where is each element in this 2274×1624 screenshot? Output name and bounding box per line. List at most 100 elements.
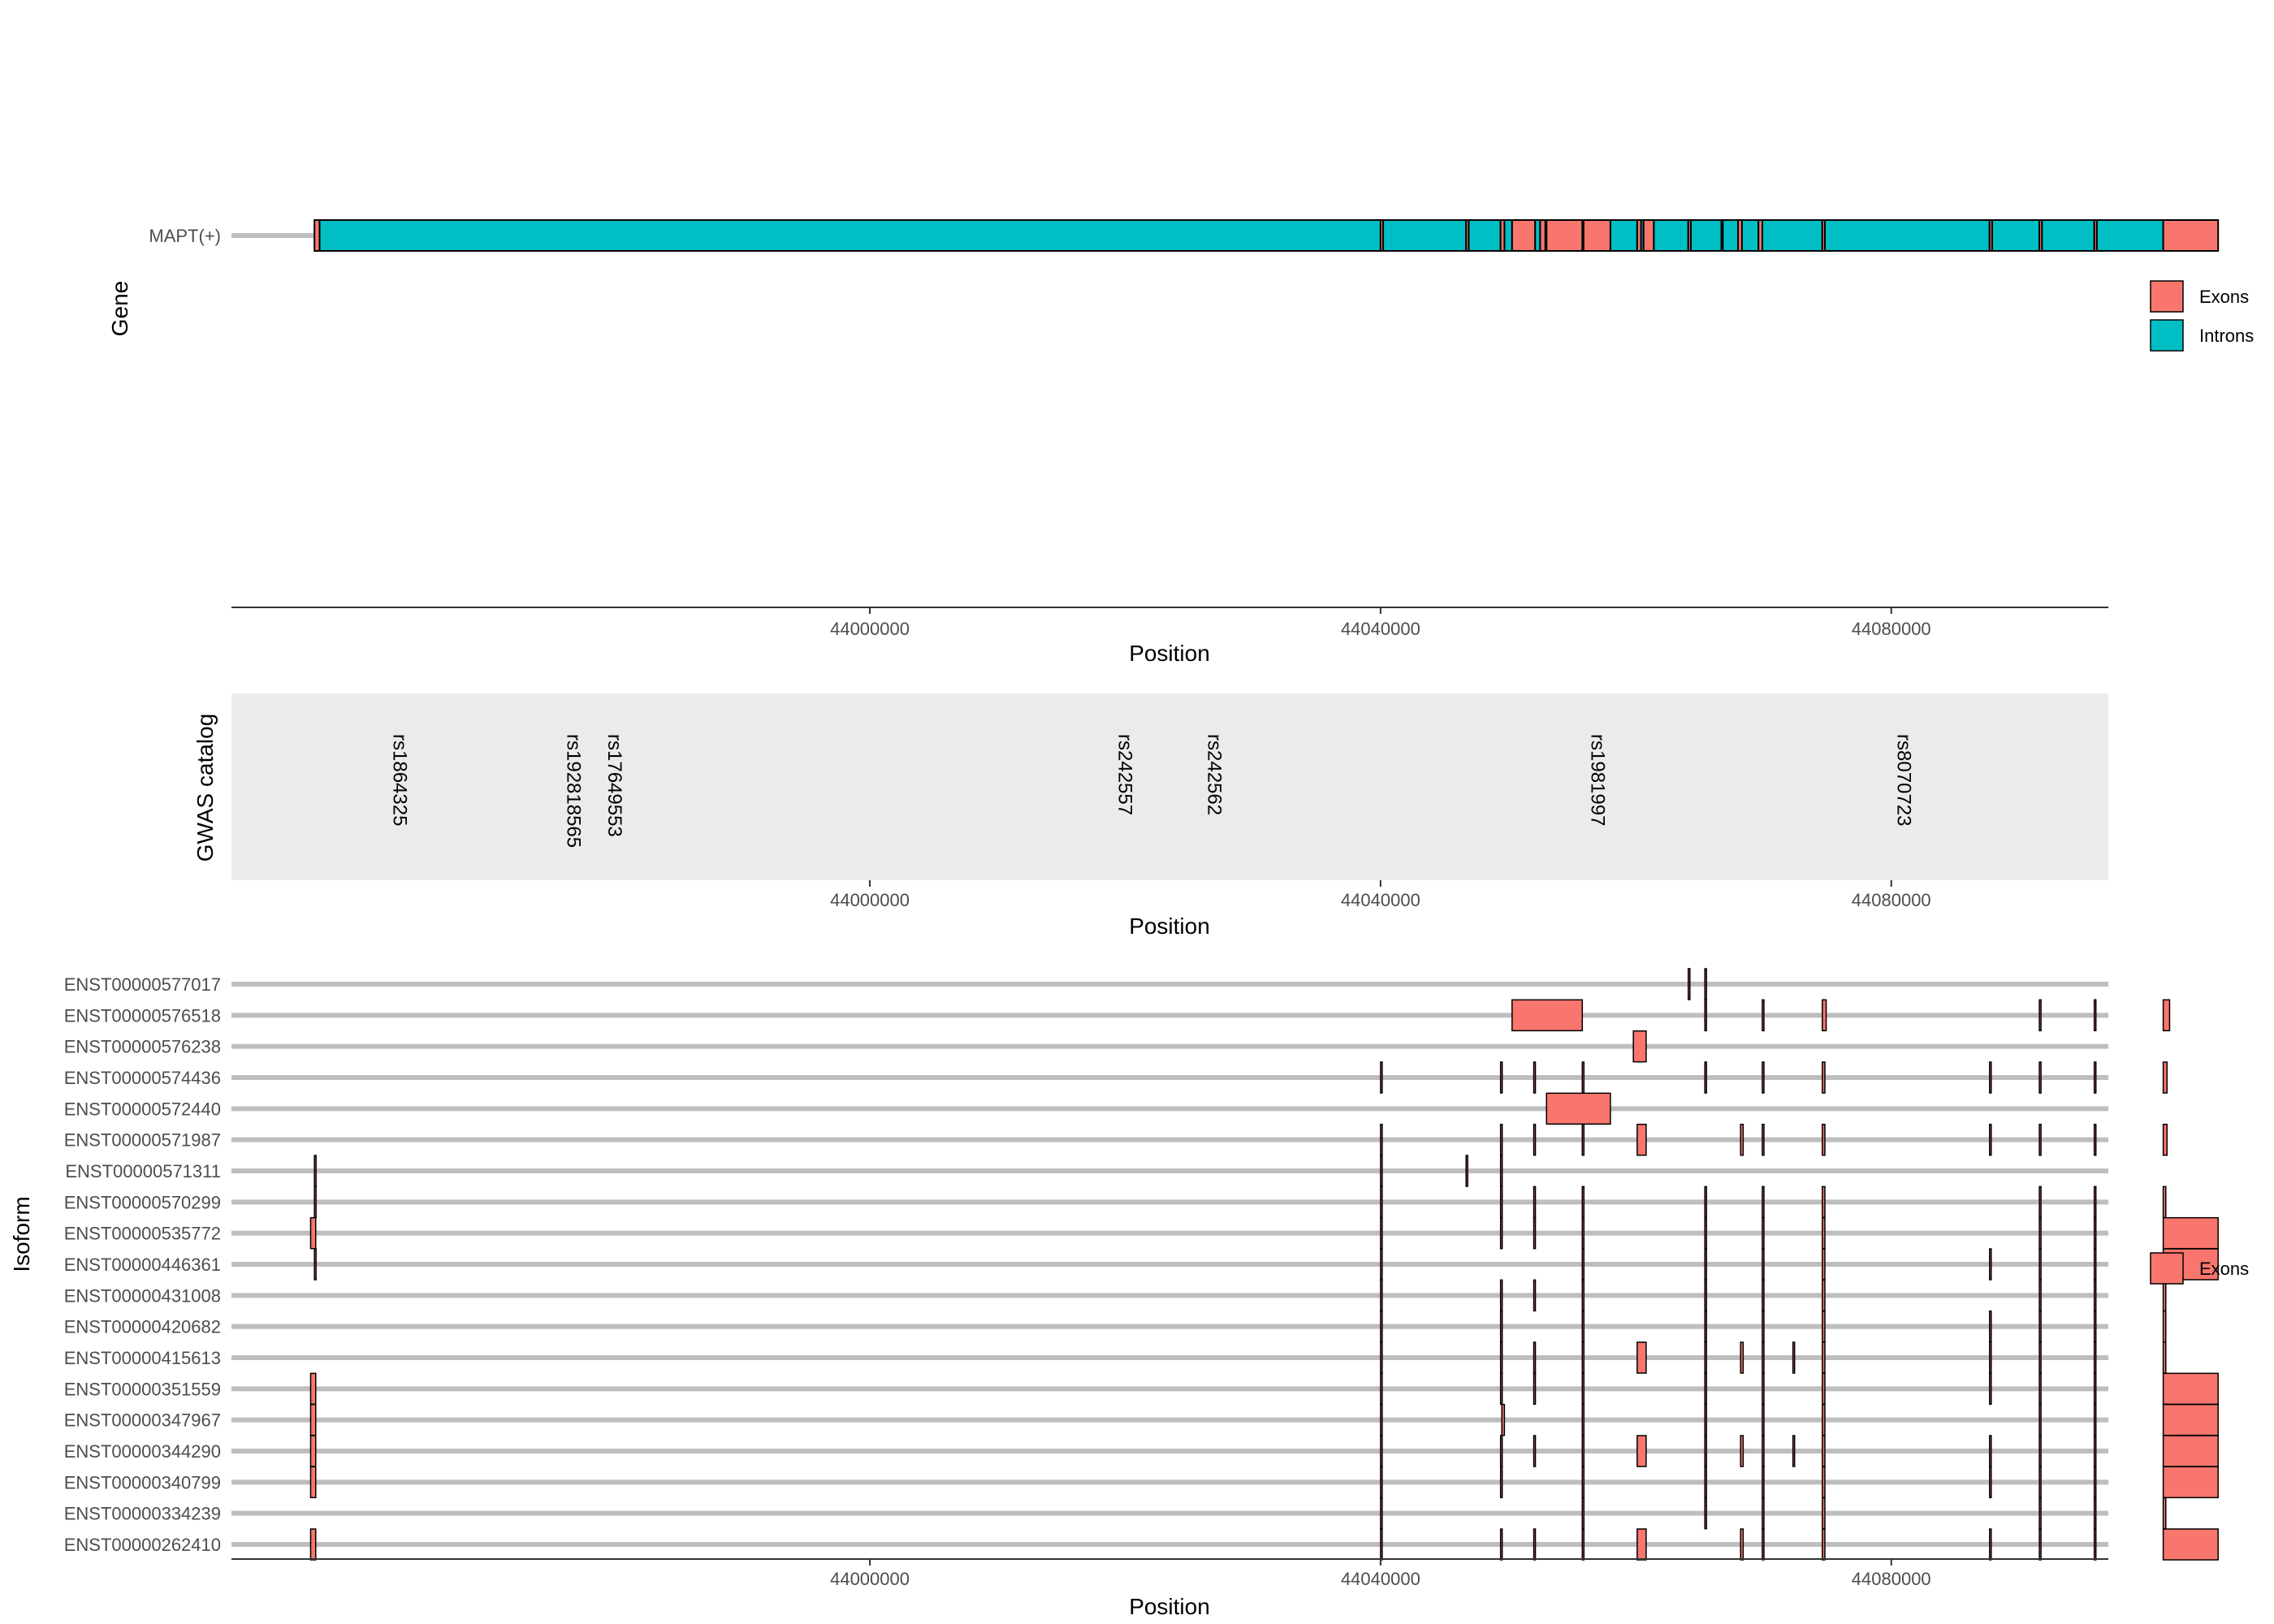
isoform-exon (1762, 1186, 1765, 1219)
isoform-exon (1762, 1248, 1765, 1281)
isoform-exon (2162, 1497, 2167, 1530)
isoform-exon (2162, 1279, 2167, 1312)
isoform-exon (1533, 1061, 1537, 1094)
isoform-exon (1704, 1310, 1707, 1343)
gwas-panel-background (231, 693, 2108, 880)
isoform-exon (2038, 1403, 2042, 1436)
exon-segment (1465, 219, 1470, 252)
isoform-id-label: ENST00000334239 (64, 1504, 221, 1524)
intron-segment (1503, 219, 1513, 252)
gene-name-label: MAPT(+) (149, 226, 221, 246)
isoform-exon (1762, 1528, 1765, 1561)
isoform-exon (2093, 1497, 2097, 1530)
legend-label-exons: Exons (2199, 287, 2249, 307)
isoform-exon (1380, 1403, 1383, 1436)
isoform-exon (1989, 1123, 1992, 1156)
exon-segment (1737, 219, 1743, 252)
isoform-exon (1704, 1497, 1707, 1530)
isoform-id-label: ENST00000340799 (64, 1472, 221, 1492)
isoform-exon (1533, 1279, 1537, 1312)
legend-key-exons (2150, 280, 2184, 313)
isoform-exon (1581, 1186, 1585, 1219)
isoform-exon (2038, 1186, 2042, 1219)
isoform-exon (1704, 999, 1707, 1032)
intron-segment (2041, 219, 2095, 252)
isoform-exon (1533, 1216, 1537, 1250)
isoform-exon (1704, 1248, 1707, 1281)
isoform-exon (2162, 1435, 2219, 1467)
gwas-x-tick-label: 44080000 (1852, 890, 1931, 910)
isoform-exon (1380, 1061, 1383, 1094)
isoform-exon (2093, 1279, 2097, 1312)
isoform-exon (2162, 1466, 2219, 1499)
isoform-exon (1822, 1061, 1826, 1094)
isoform-exon (2093, 1310, 2097, 1343)
isoform-id-label: ENST00000535772 (64, 1224, 221, 1244)
isoform-exon (2162, 1061, 2168, 1094)
isoform-exon (1533, 1123, 1537, 1156)
exon-segment (2038, 219, 2043, 252)
isoform-exon (2038, 1061, 2042, 1094)
isoform-exon (2093, 1341, 2097, 1374)
isoform-exon (1581, 1497, 1585, 1530)
isoform-exon (1792, 1341, 1796, 1374)
isoform-exon (1762, 1216, 1765, 1250)
isoform-exon (1704, 968, 1707, 1000)
isoform-exon (1704, 1372, 1707, 1406)
isoform-exon (1380, 1279, 1383, 1312)
isoform-row: ENST00000577017 (64, 968, 2108, 1000)
isoform-row: ENST00000574436 (64, 1061, 2168, 1094)
isoform-exon (2093, 1248, 2097, 1281)
isoform-exon (1762, 1310, 1765, 1343)
isoform-id-label: ENST00000431008 (64, 1285, 221, 1306)
isoform-exon (1762, 999, 1765, 1032)
isoform-exon (1989, 1372, 1992, 1406)
isoform-exon (1822, 1186, 1826, 1219)
isoform-exon (1740, 1528, 1744, 1561)
isoform-exon (1762, 1466, 1765, 1499)
snp-label: rs8070723 (1893, 734, 1915, 826)
isoform-exon (1511, 999, 1584, 1032)
isoform-exon (313, 1248, 317, 1281)
isoform-row: ENST00000571311 (65, 1155, 2108, 1187)
isoform-exon (1704, 1435, 1707, 1467)
exon-segment (1499, 219, 1506, 252)
isoform-exon (2093, 1528, 2097, 1561)
isoform-row: ENST00000570299 (64, 1186, 2167, 1219)
gene-y-axis-title: Gene (107, 281, 132, 337)
isoform-exon (1762, 1435, 1765, 1467)
isoform-exon (1762, 1061, 1765, 1094)
isoform-exon (313, 1155, 317, 1187)
gwas-x-tick-label: 44000000 (830, 890, 910, 910)
isoform-exon (2093, 1061, 2097, 1094)
isoform-row: ENST00000351559 (64, 1372, 2219, 1406)
isoform-exon (2162, 1528, 2219, 1561)
isoform-exon (1380, 1123, 1383, 1156)
isoform-exon (2038, 1372, 2042, 1406)
isoform-exon (309, 1466, 317, 1499)
isoform-row: ENST00000334239 (64, 1497, 2167, 1530)
isoform-exon (1822, 1248, 1826, 1281)
isoform-exon (2093, 1216, 2097, 1250)
isoform-exon (1533, 1341, 1537, 1374)
isoform-exon (1740, 1123, 1744, 1156)
exon-segment (313, 219, 321, 252)
isoform-row: ENST00000344290 (64, 1435, 2219, 1467)
isoform-exon (309, 1216, 317, 1250)
isoform-exon (1704, 1403, 1707, 1436)
isoform-x-tick-label: 44040000 (1341, 1569, 1420, 1589)
isoform-exon (1380, 1497, 1383, 1530)
isoform-row: ENST00000340799 (64, 1466, 2219, 1499)
isoform-legend-key-exons (2150, 1252, 2184, 1285)
isoform-x-tick-label: 44000000 (830, 1569, 910, 1589)
isoform-exon (1704, 1466, 1707, 1499)
isoform-exon (2038, 1466, 2042, 1499)
isoform-exon (1546, 1092, 1611, 1125)
isoform-id-label: ENST00000574436 (64, 1068, 221, 1088)
isoform-exon (1581, 1528, 1585, 1561)
